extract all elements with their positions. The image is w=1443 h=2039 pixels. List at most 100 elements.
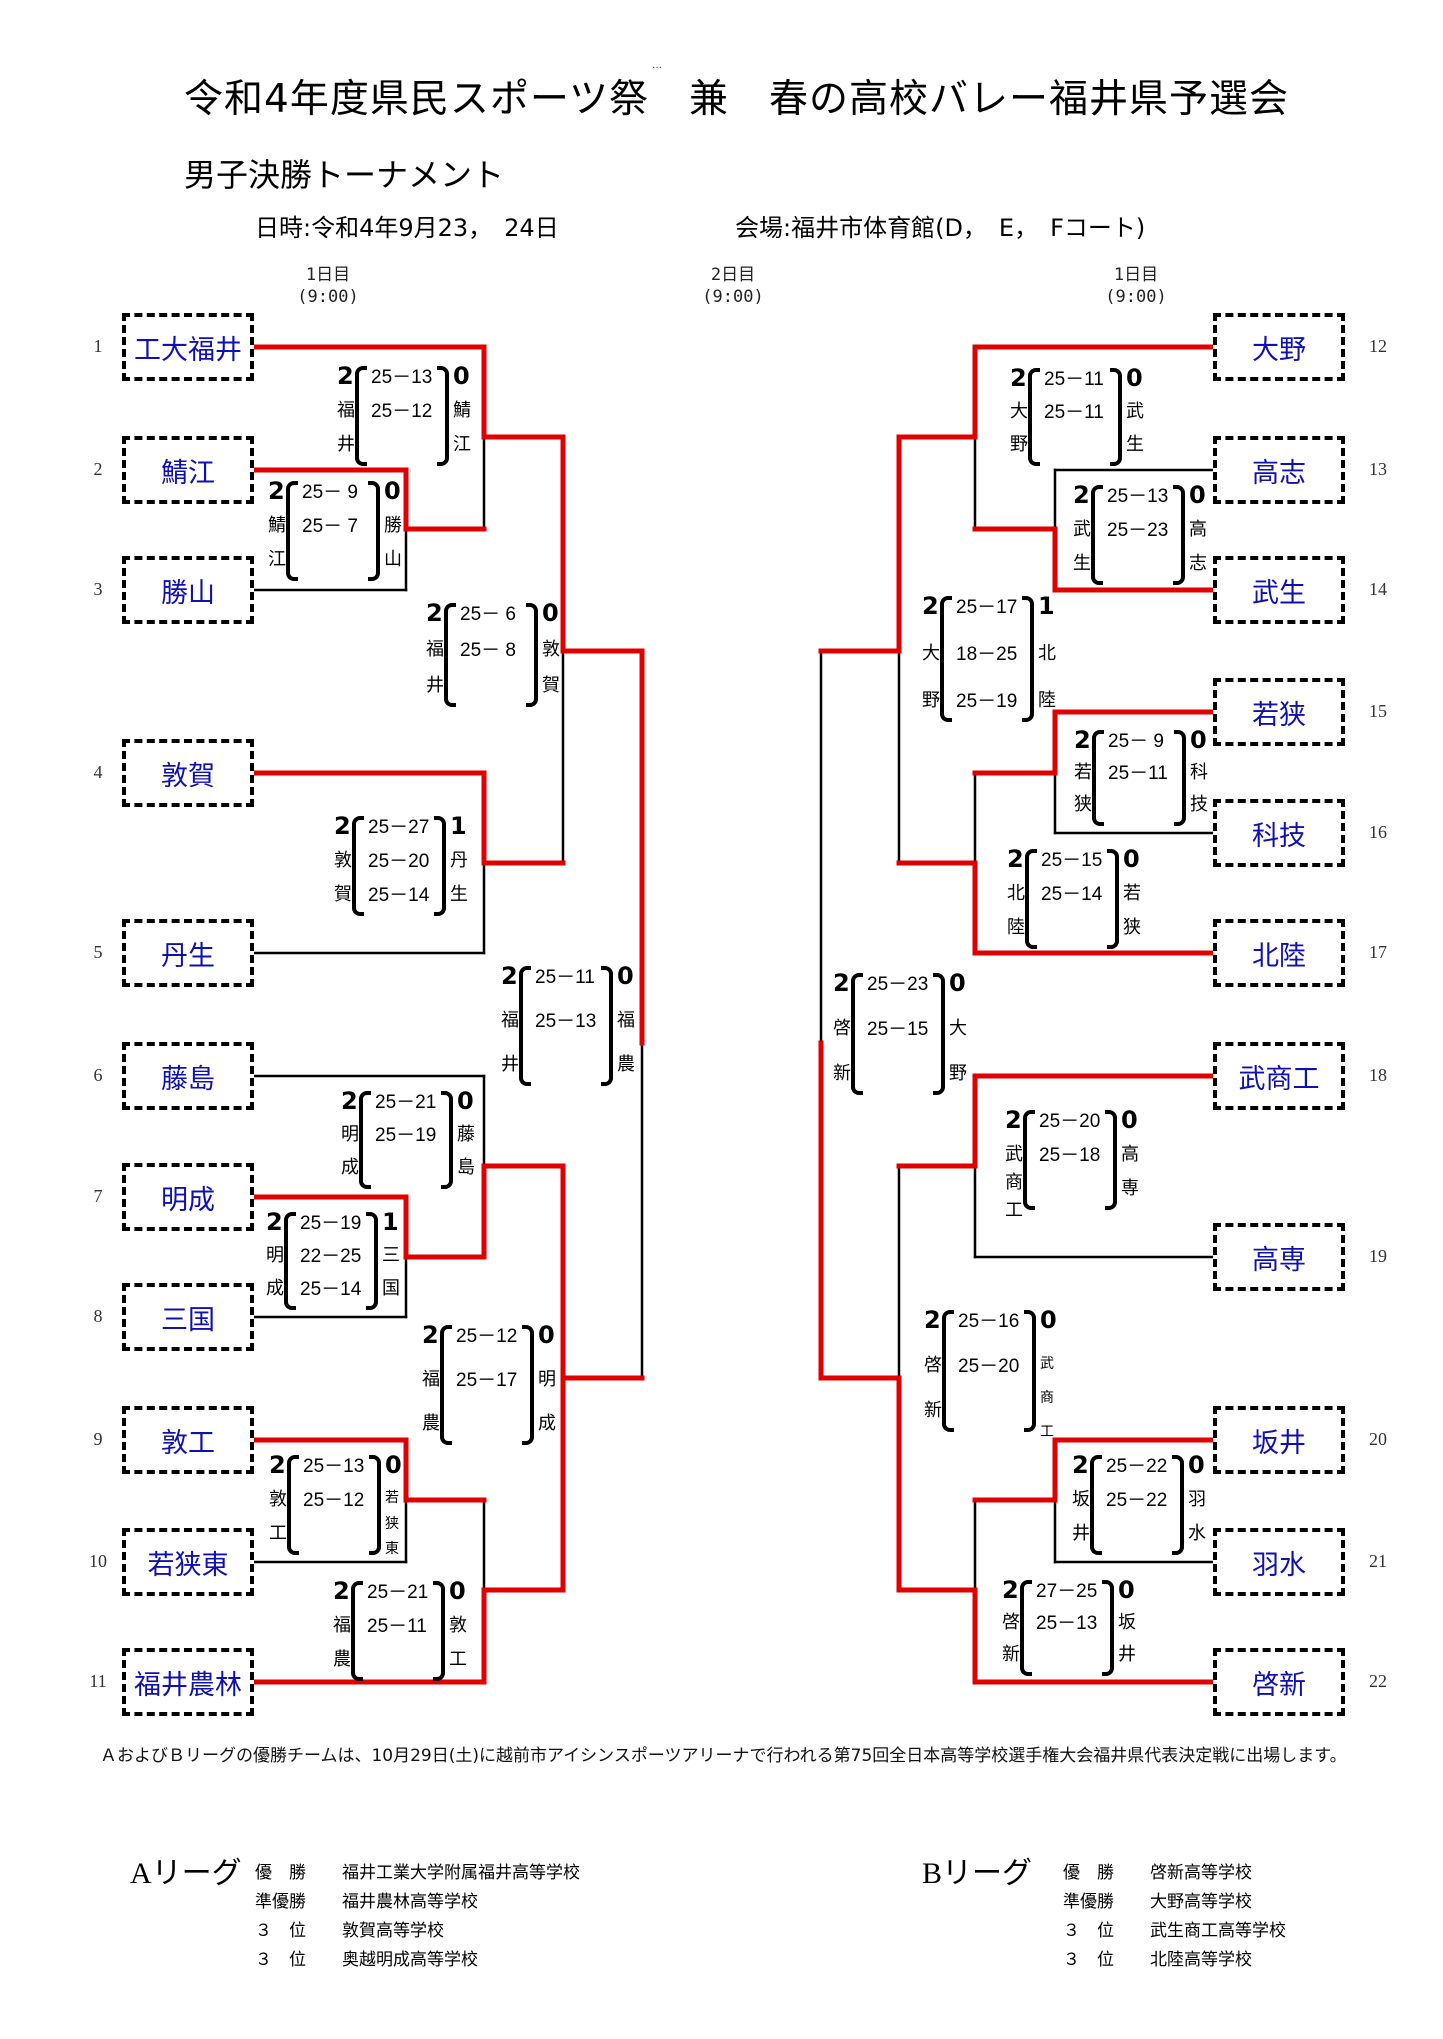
set-score: 25－21: [375, 1092, 437, 1113]
team-name: 福井農林: [134, 1669, 242, 1701]
team-seed-number: 9: [93, 1429, 103, 1449]
team-seed-number: 6: [93, 1065, 103, 1085]
team-box: 羽水: [1213, 1528, 1345, 1596]
team-box: 高専: [1213, 1223, 1345, 1291]
loser-name-char: 島: [457, 1157, 475, 1178]
team-name: 高専: [1252, 1244, 1306, 1276]
loser-name-char: 山: [384, 549, 402, 570]
loser-name-char: 北: [1038, 643, 1056, 664]
team-name: 三国: [161, 1304, 215, 1336]
left-brace-icon: [1023, 1110, 1035, 1210]
loser-name-char: 工: [449, 1649, 467, 1670]
right-brace-icon: [366, 1212, 378, 1310]
team-name: 北陸: [1252, 940, 1306, 972]
winner-name-char: 若: [1074, 762, 1092, 783]
left-brace-icon: [1092, 730, 1104, 826]
set-score: 25－13: [535, 1011, 597, 1032]
left-brace-icon: [940, 596, 952, 722]
team-box: 科技: [1213, 799, 1345, 867]
winner-name-char: 福: [333, 1615, 351, 1636]
winner-name-char: 敦: [334, 850, 352, 871]
left-brace-icon: [444, 603, 456, 707]
team-name: 明成: [161, 1184, 215, 1216]
loser-sets-won: 0: [457, 1087, 474, 1115]
loser-name-char: 水: [1188, 1523, 1206, 1544]
team-seed-number: 21: [1369, 1551, 1387, 1571]
left-brace-icon: [440, 1325, 452, 1445]
team-seed-number: 18: [1369, 1065, 1387, 1085]
team-box: 勝山: [122, 556, 254, 624]
league-rank: 準優勝: [255, 1892, 306, 1912]
set-score: 25－11: [1044, 369, 1104, 390]
loser-name-char: 大: [949, 1018, 967, 1039]
left-brace-icon: [1020, 1580, 1032, 1676]
left-brace-icon: [1028, 368, 1040, 466]
day-label-center: 2日目 (9:00): [688, 264, 778, 308]
event-venue: 会場:福井市体育館(D， E， Fコート): [735, 214, 1146, 242]
loser-name-char: 丹: [450, 850, 468, 871]
right-brace-icon: [1174, 730, 1186, 826]
set-score: 25－ 7: [302, 516, 358, 537]
set-score: 25－11: [1044, 402, 1104, 423]
b-league-label: Bリーグ: [922, 1857, 1033, 1890]
event-date: 日時:令和4年9月23， 24日: [255, 214, 559, 242]
set-score: 25－14: [300, 1279, 362, 1300]
team-seed-number: 10: [89, 1551, 107, 1571]
day-label-time: (9:00): [702, 287, 764, 307]
winner-name-char: 新: [924, 1400, 942, 1421]
winner-sets-won: 2: [334, 812, 351, 840]
league-rank: ３ 位: [255, 1950, 306, 1970]
team-seed-number: 7: [93, 1186, 103, 1206]
loser-name-char: 農: [617, 1054, 635, 1075]
winner-sets-won: 2: [268, 477, 285, 505]
set-score: 25－19: [375, 1125, 437, 1146]
team-seed-number: 12: [1369, 336, 1387, 356]
loser-name-char: 明: [538, 1369, 556, 1390]
winner-name-char: 坂: [1072, 1489, 1090, 1510]
winner-name-char: 工: [1005, 1200, 1023, 1221]
winner-name-char: 井: [501, 1054, 519, 1075]
right-brace-icon: [1107, 849, 1119, 949]
loser-sets-won: 0: [949, 969, 966, 997]
winner-name-char: 農: [333, 1649, 351, 1670]
team-box: 工大福井: [122, 313, 254, 381]
league-rank: ３ 位: [1063, 1921, 1114, 1941]
left-brace-icon: [287, 1455, 299, 1555]
loser-name-char: 高: [1121, 1144, 1139, 1165]
team-name: 藤島: [161, 1063, 215, 1095]
right-brace-icon: [434, 816, 446, 916]
team-seed-number: 8: [93, 1306, 103, 1326]
loser-sets-won: 0: [385, 1451, 402, 1479]
loser-name-char: 敦: [449, 1615, 467, 1636]
team-name: 羽水: [1252, 1549, 1306, 1581]
set-score: 25－13: [371, 367, 433, 388]
team-box: 武生: [1213, 556, 1345, 624]
winner-name-char: 武: [1073, 519, 1091, 540]
team-seed-number: 20: [1369, 1429, 1387, 1449]
right-brace-icon: [433, 1581, 445, 1681]
team-name: 若狭: [1252, 699, 1306, 731]
set-score: 25－11: [535, 967, 595, 988]
loser-name-char: 狭: [385, 1515, 399, 1532]
day-label-time: (9:00): [297, 287, 359, 307]
loser-sets-won: 0: [538, 1321, 555, 1349]
winner-name-char: 福: [501, 1010, 519, 1031]
loser-sets-won: 0: [1190, 726, 1207, 754]
winner-name-char: 生: [1073, 553, 1091, 574]
left-brace-icon: [355, 366, 367, 466]
winner-sets-won: 2: [269, 1451, 286, 1479]
loser-name-char: 藤: [457, 1124, 475, 1145]
league-school: 武生商工高等学校: [1150, 1921, 1286, 1941]
league-rank: ３ 位: [255, 1921, 306, 1941]
loser-name-char: 井: [1118, 1644, 1136, 1665]
set-score: 25－27: [368, 817, 430, 838]
winner-sets-won: 2: [1002, 1576, 1019, 1604]
loser-name-char: 志: [1189, 553, 1207, 574]
right-brace-icon: [1172, 1455, 1184, 1555]
team-box: 啓新: [1213, 1648, 1345, 1716]
set-score: 25－13: [1036, 1613, 1098, 1634]
team-seed-number: 5: [93, 942, 103, 962]
right-brace-icon: [1022, 596, 1034, 722]
team-box: 三国: [122, 1283, 254, 1351]
team-name: 坂井: [1252, 1427, 1306, 1459]
